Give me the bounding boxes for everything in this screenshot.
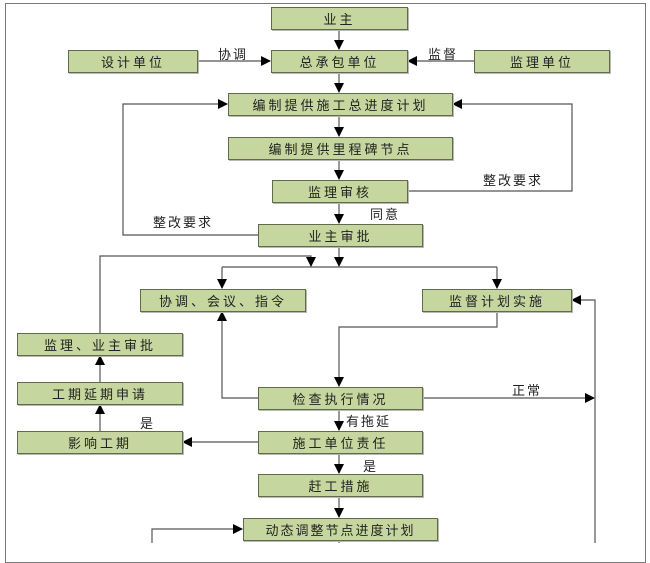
connector-layer — [95, 29, 596, 543]
node-supervise-implementation: 监督计划实施 — [422, 289, 572, 312]
label-yes-left: 是 — [140, 417, 156, 432]
node-catch-up-measures: 赶工措施 — [258, 474, 423, 497]
label-agree: 同意 — [370, 208, 401, 223]
label-coordinate: 协调 — [218, 48, 249, 63]
node-milestones: 编制提供里程碑节点 — [228, 137, 453, 160]
node-extension-request: 工期延期申请 — [17, 382, 183, 405]
node-master-schedule: 编制提供施工总进度计划 — [228, 93, 453, 116]
node-design-unit: 设计单位 — [68, 50, 198, 73]
edge-supervise-to-check — [334, 311, 498, 387]
label-normal: 正常 — [512, 384, 543, 399]
edge-right-loop — [571, 295, 596, 543]
node-dynamic-adjust: 动态调整节点进度计划 — [243, 518, 438, 541]
node-owner-approval: 业主审批 — [258, 224, 423, 247]
edge-left-to-adjust — [151, 524, 243, 543]
node-supervision-owner-approval: 监理、业主审批 — [17, 333, 183, 356]
label-yes-down: 是 — [363, 460, 379, 475]
node-check-execution: 检查执行情况 — [258, 387, 423, 410]
node-contractor-responsibility: 施工单位责任 — [258, 431, 423, 454]
label-supervise: 监督 — [428, 48, 459, 63]
edge-extension-approval-loop — [99, 255, 316, 333]
edge-review-rectify-loop — [407, 99, 573, 192]
node-general-contractor: 总承包单位 — [271, 50, 408, 73]
node-affect-duration: 影响工期 — [17, 431, 183, 454]
node-owner: 业主 — [271, 7, 408, 30]
node-supervision-review: 监理审核 — [272, 180, 408, 203]
edge-approval-rectify-loop — [122, 99, 258, 236]
node-supervision-unit: 监理单位 — [474, 50, 610, 73]
label-rectify-right: 整改要求 — [483, 174, 544, 189]
edge-check-to-coordination — [217, 311, 258, 399]
label-rectify-left: 整改要求 — [153, 216, 214, 231]
node-coordination: 协调、会议、指令 — [140, 289, 306, 312]
label-delayed: 有拖延 — [346, 415, 392, 430]
